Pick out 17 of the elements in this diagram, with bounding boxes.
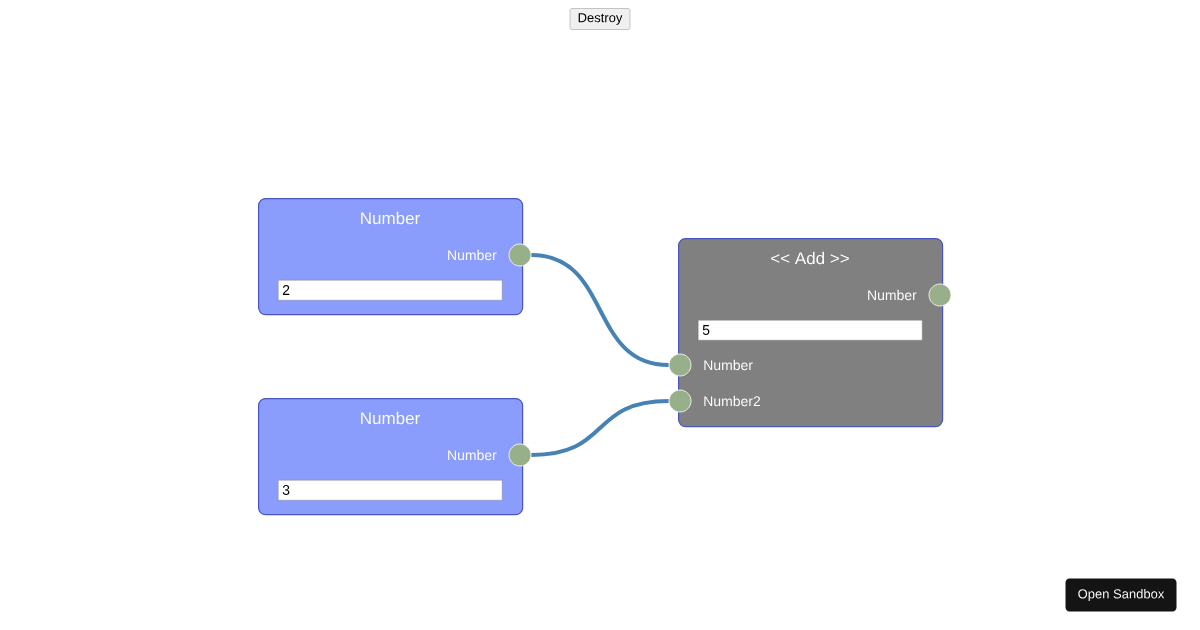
port-circle <box>668 353 692 377</box>
port-circle <box>508 243 532 267</box>
port-circle <box>668 389 692 413</box>
port-label: Number2 <box>704 395 761 407</box>
port-label: Number <box>868 289 917 301</box>
port-label: Number <box>448 449 497 461</box>
port-circle <box>928 283 952 307</box>
destroy-button: Destroy <box>569 8 631 30</box>
sandbox-button: Open Sandbox <box>1065 578 1177 612</box>
connector-wire <box>531 399 669 457</box>
port-circle <box>508 443 532 467</box>
connector-wire <box>531 253 669 367</box>
input-field: 2 <box>278 280 503 301</box>
input-field: 3 <box>278 480 503 501</box>
port-label: Number <box>448 249 497 261</box>
input-field: 5 <box>698 320 923 341</box>
port-label: Number <box>704 359 753 371</box>
